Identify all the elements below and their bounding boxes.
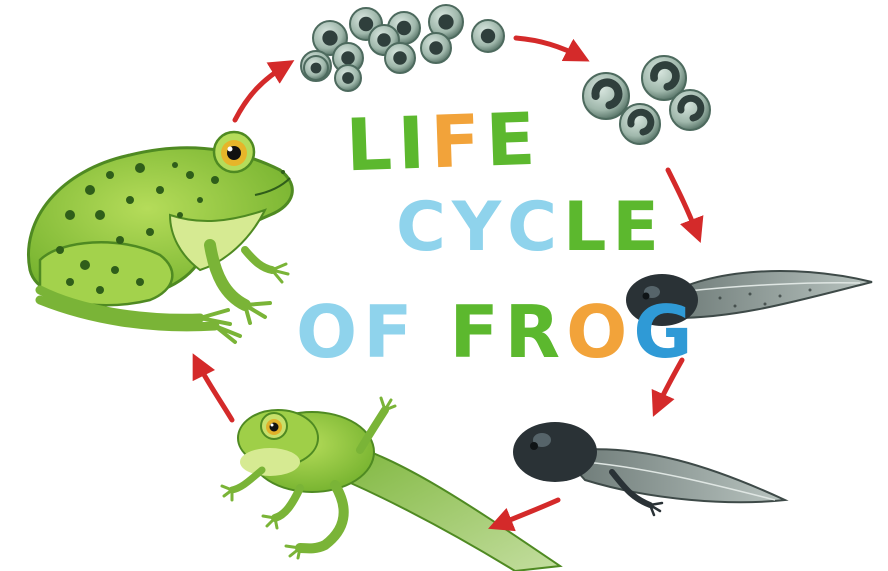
frog-spot [146,228,154,236]
title-letter: G [633,290,698,374]
title-letter: O [296,290,363,374]
frog-spot [111,266,119,274]
frog-spot [177,212,183,218]
title-letter: F [363,290,418,374]
frog-spot [186,171,194,179]
frog-spot [56,246,64,254]
frog-spot [156,186,164,194]
embryo-egg [583,73,629,119]
frog-spot [136,278,144,286]
frog-spot [85,185,95,195]
title-letter [418,290,449,374]
embryo-egg [620,104,660,144]
arrow-spawn-to-embryo [516,38,583,58]
frog-spawn-icon [301,5,504,91]
spawn-egg [335,65,361,91]
title-letter: L [345,102,400,188]
title-line-of-frog: OF FROG [296,290,698,374]
frog-spot [197,197,203,203]
spawn-egg [421,33,451,63]
title-letter: E [484,97,542,183]
frog-spot [106,171,114,179]
frog-spot [96,286,104,294]
frog-spot [116,236,124,244]
adult-frog-icon [28,132,292,342]
title-letter: O [566,290,633,374]
arrow-froglet-to-frog [196,360,232,420]
title-letter: L [563,188,612,267]
title-letter: C [507,188,563,267]
frog-spot [65,210,75,220]
arrow-embryo-to-tadpole [668,170,698,236]
spawn-egg [472,20,504,52]
arrow-frog-to-spawn [235,64,288,120]
embryo-egg [670,90,710,130]
title-line-life: LIFE [345,97,543,188]
frog-spot [172,162,178,168]
title-letter: Y [452,188,507,267]
frog-spot [135,163,145,173]
arrow-legs-to-froglet [495,500,558,526]
froglet-icon [222,398,560,571]
spawn-egg [385,43,415,73]
title-letter: E [612,188,664,267]
title-letter: C [396,188,452,267]
title-letter: F [449,290,504,374]
frog-spot [211,176,219,184]
frog-spot [95,210,105,220]
title-letter: F [429,99,487,185]
spawn-egg [304,56,328,80]
title-line-cycle: CYCLE [396,188,665,267]
frog-spot [66,278,74,286]
embryo-eggs-icon [583,56,710,144]
frog-spot [126,196,134,204]
title-letter: R [505,290,566,374]
frog-spot [80,260,90,270]
title-letter: I [396,100,432,185]
